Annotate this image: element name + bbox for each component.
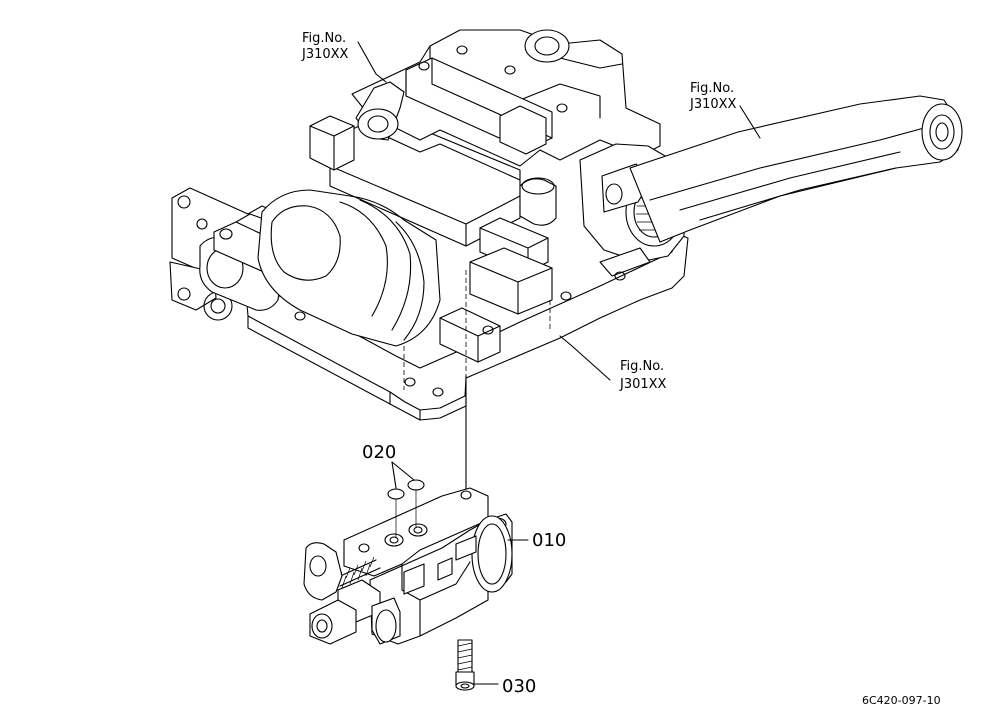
reference-label-line2: J310XX	[301, 47, 349, 62]
hydraulic-housing	[169, 29, 963, 421]
reference-label-line1: Fig.No.	[302, 31, 346, 46]
valve-assembly	[303, 487, 513, 645]
bolt	[455, 639, 475, 691]
reference-label-3: Fig.No. J301XX	[619, 359, 667, 392]
part-number-010: 010	[532, 530, 566, 551]
reference-label-line2: J301XX	[619, 377, 667, 392]
part-number-020: 020	[362, 442, 396, 463]
leader-lines	[357, 41, 761, 685]
drawing-code: 6C420-097-10	[862, 694, 941, 707]
reference-label-line1: Fig.No.	[620, 359, 664, 374]
part-number-030: 030	[502, 676, 536, 697]
reference-label-line1: Fig.No.	[690, 81, 734, 96]
o-ring-left	[387, 488, 405, 500]
reference-label-1: Fig.No. J310XX	[301, 31, 349, 62]
o-ring-right	[407, 479, 425, 491]
o-rings	[387, 479, 425, 538]
reference-label-line2: J310XX	[689, 97, 737, 112]
reference-label-2: Fig.No. J310XX	[689, 81, 737, 112]
